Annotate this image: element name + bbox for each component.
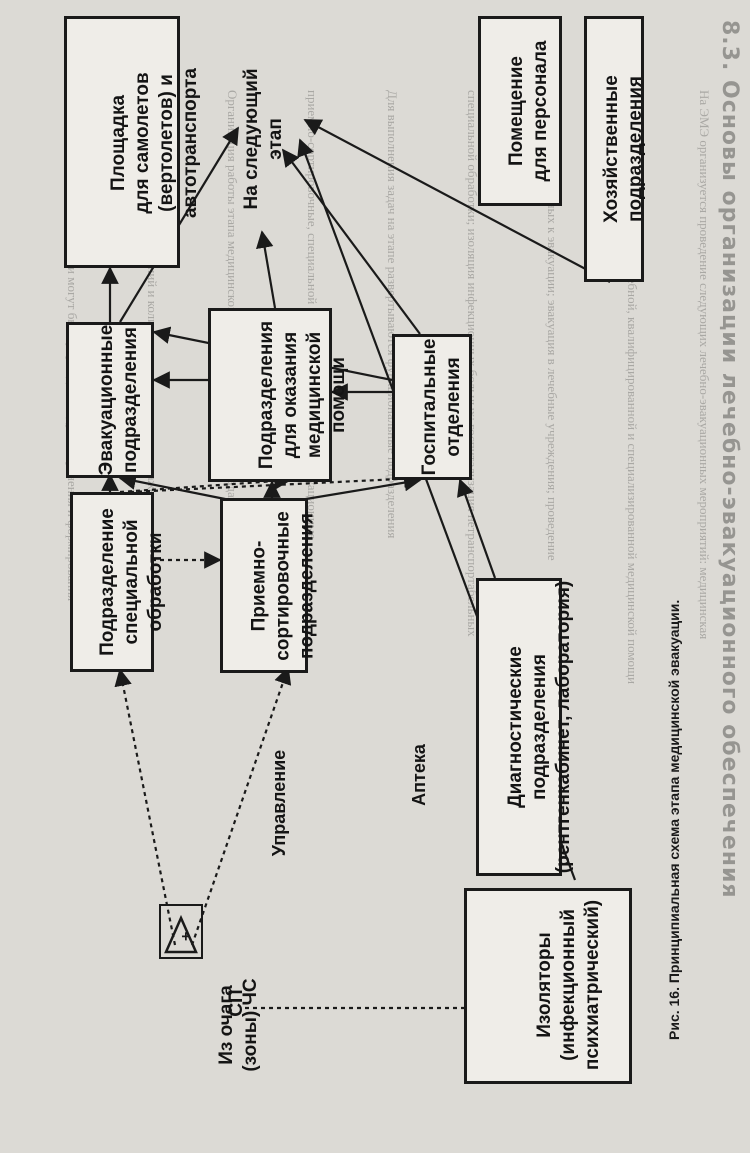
staff-room-label: Помещение для персонала: [506, 40, 551, 182]
diagnostics-label: Диагностические подразделения (рентгенка…: [505, 580, 574, 874]
arrow-household-next: [303, 119, 611, 283]
evacuation-label: Эвакуационные подразделения: [96, 324, 141, 476]
isolators-box: [464, 888, 632, 1084]
medical-aid-box: [208, 308, 332, 482]
pharmacy-label: Аптека: [409, 744, 429, 806]
arrow-medical-next: [255, 230, 277, 309]
landing-box: [64, 16, 180, 268]
arrow-diag-hospital: [457, 478, 497, 579]
diagnostics-box: [476, 578, 562, 876]
reception-box: [220, 498, 308, 673]
arrow-reception-hospital: [299, 473, 422, 502]
figure-caption: Рис. 16. Принципиальная схема этапа меди…: [666, 599, 682, 1040]
special-processing-label: Подразделение специальной обработки: [97, 508, 166, 656]
hospital-box: [392, 334, 472, 480]
arrow-source-special: [114, 668, 177, 946]
isolators-label: Изоляторы (инфекционный психиатрический): [534, 899, 603, 1071]
management-label: Управление: [269, 749, 289, 857]
household-box: [584, 16, 644, 282]
emergency-source-icon: +: [159, 904, 203, 959]
staff-room-box: [478, 16, 562, 206]
arrow-hospital-next: [281, 148, 421, 335]
household-label: Хозяйственные подразделения: [601, 75, 646, 223]
hospital-label: Госпитальные отделения: [419, 338, 464, 476]
arrow-reception-evac: [118, 472, 231, 502]
landing-label: Площадка для самолетов (вертолетов) и ав…: [108, 68, 201, 219]
svg-text:+: +: [178, 932, 195, 941]
evacuation-box: [66, 322, 154, 478]
special-processing-box: [70, 492, 154, 672]
arrow-source-reception: [190, 666, 292, 946]
next-stage-label: На следующий этап: [241, 68, 286, 210]
sp-label: СП: [226, 989, 247, 1017]
medical-aid-label: Подразделения для оказания медицинской п…: [256, 320, 349, 470]
reception-label: Приемно-сортировочные подразделения: [248, 511, 318, 661]
